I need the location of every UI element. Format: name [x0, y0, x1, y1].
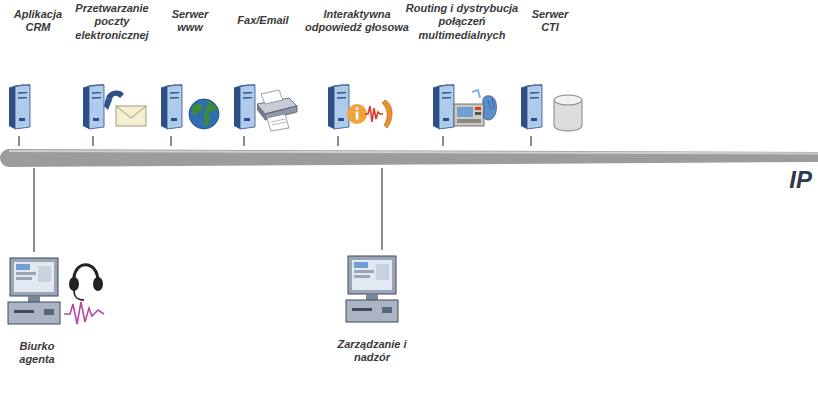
label-block: Aplikacja CRM [3, 2, 73, 35]
label-block: Przetwarzanie poczty elektronicznej [67, 2, 157, 42]
server-tower [328, 84, 349, 129]
server-node: Przetwarzanie poczty elektronicznej [67, 2, 157, 136]
server-icon [0, 78, 78, 134]
computer [8, 258, 60, 324]
network-link [243, 136, 245, 146]
node-label: Serwer CTI [522, 8, 578, 35]
server-icon [317, 78, 397, 134]
network-link [170, 136, 172, 146]
server-node: Serwer www [160, 2, 220, 136]
bus-bar [0, 146, 818, 168]
label-block: Zarządzanie i nadzór [332, 338, 412, 365]
node-label: Serwer www [160, 8, 220, 35]
server-tower [161, 84, 182, 129]
server-tower [83, 84, 104, 129]
server-icon [72, 78, 152, 134]
computer [346, 256, 398, 322]
server-node: Aplikacja CRM [3, 2, 73, 136]
label-block: Fax/Email [228, 2, 298, 27]
server-icon [422, 78, 502, 134]
server-node: Routing i dystrybucja połączeń multimedi… [394, 2, 530, 136]
bus-body [0, 149, 818, 167]
workstation-node: Zarządzanie i nadzór [332, 250, 412, 365]
label-block: Routing i dystrybucja połączeń multimedi… [394, 2, 530, 42]
network-link [381, 168, 383, 250]
node-label: Fax/Email [228, 14, 298, 27]
workstation-icon [342, 250, 402, 336]
ivr-symbol [347, 100, 392, 128]
router-symbol [454, 90, 497, 126]
server-tower [9, 84, 30, 129]
node-label: Przetwarzanie poczty elektronicznej [67, 2, 157, 42]
mail-symbol [104, 91, 146, 126]
cti-symbol [554, 95, 582, 131]
server-node: Interaktywna odpowiedź głosowa [303, 2, 411, 136]
server-tower [521, 84, 542, 129]
node-label: Zarządzanie i nadzór [332, 338, 412, 365]
label-block: Serwer www [160, 2, 220, 35]
network-link [442, 136, 444, 146]
network-link [33, 168, 35, 252]
node-label: Aplikacja CRM [3, 8, 73, 35]
fax-symbol [257, 90, 297, 131]
bus-highlight [9, 151, 818, 154]
ip-network-bus: IP [0, 146, 818, 198]
label-block: Serwer CTI [522, 2, 578, 35]
network-label: IP [789, 168, 812, 192]
node-label: Biurko agenta [4, 340, 70, 367]
network-link [18, 136, 20, 146]
node-label: Routing i dystrybucja połączeń multimedi… [394, 2, 530, 42]
network-link [92, 136, 94, 146]
label-block: Interaktywna odpowiedź głosowa [303, 2, 411, 35]
server-tower [234, 84, 255, 129]
globe-symbol [189, 99, 219, 129]
server-icon [150, 78, 230, 134]
network-link [530, 136, 532, 146]
server-node: Serwer CTI [522, 2, 578, 136]
node-label: Interaktywna odpowiedź głosowa [303, 8, 411, 35]
workstation-node: Biurko agenta [4, 252, 116, 367]
server-tower [433, 84, 454, 129]
headset [64, 265, 104, 324]
network-link [337, 136, 339, 146]
workstation-icon [4, 252, 114, 338]
server-icon [223, 78, 303, 134]
server-node: Fax/Email [228, 2, 298, 136]
server-icon [510, 78, 590, 134]
label-block: Biurko agenta [4, 340, 70, 367]
